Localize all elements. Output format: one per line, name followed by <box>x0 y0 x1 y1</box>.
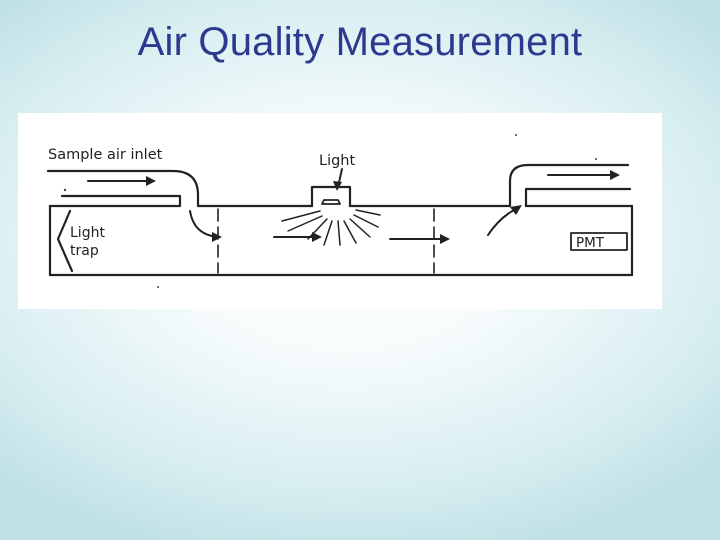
light-label: Light <box>319 153 356 169</box>
outlet-duct <box>508 163 630 208</box>
pmt-label: PMT <box>576 235 605 251</box>
light-housing <box>310 185 352 208</box>
pmt-box <box>570 232 628 251</box>
slide-title: Air Quality Measurement <box>137 20 583 64</box>
light-trap-label-line2: trap <box>70 243 99 259</box>
outlet-turn-arrow <box>487 208 517 236</box>
inlet-duct <box>46 169 200 207</box>
light-rays <box>281 209 381 246</box>
analyzer-schematic: Sample air inlet Light Light trap PMT <box>46 134 634 288</box>
diagram-figure: Sample air inlet Light Light trap PMT <box>18 113 662 309</box>
light-trap-label-line1: Light <box>70 225 105 241</box>
inlet-label: Sample air inlet <box>48 147 163 163</box>
light-trap-chevron <box>56 209 74 273</box>
